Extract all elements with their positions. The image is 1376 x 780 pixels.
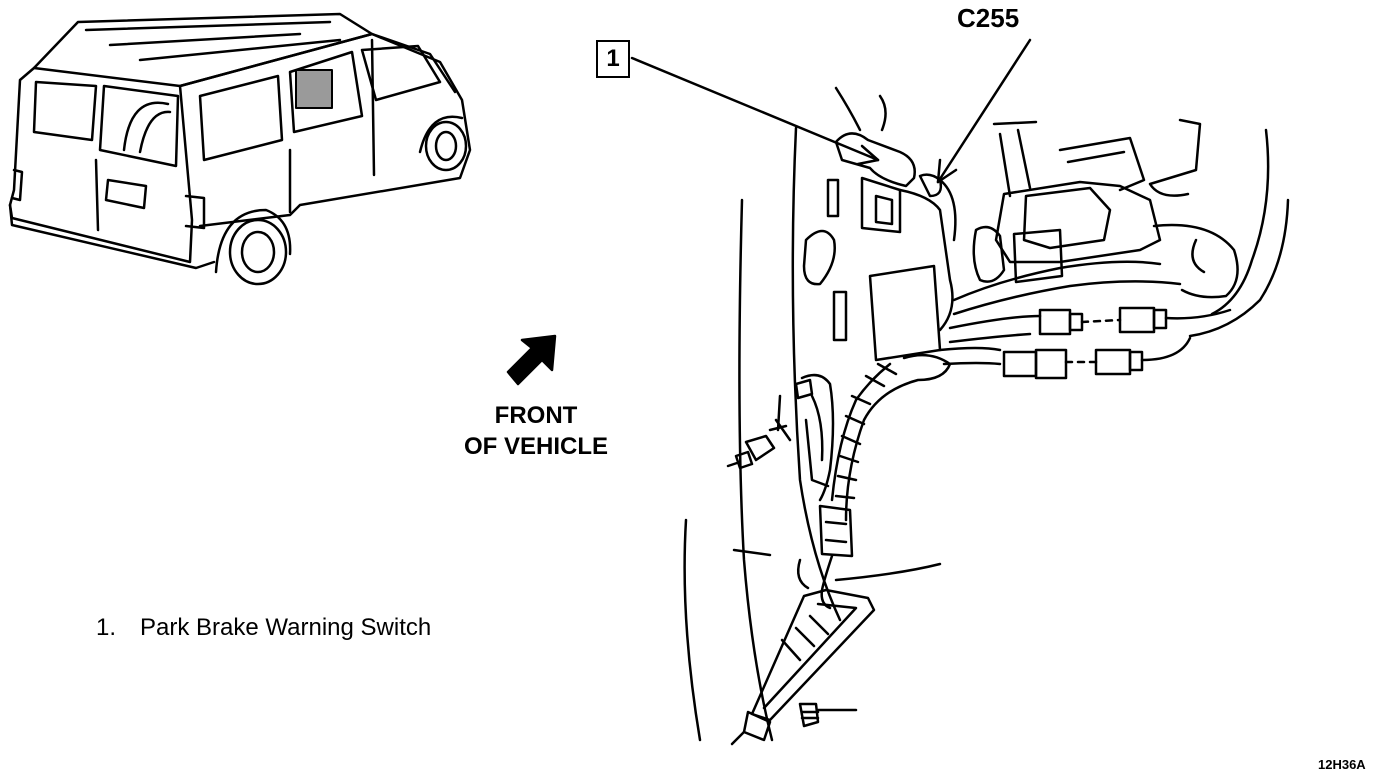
park-brake-switch: [726, 394, 792, 470]
switch-bracket: [834, 132, 957, 332]
c255-arrowhead: [936, 158, 958, 184]
legend-item-text: Park Brake Warning Switch: [140, 614, 432, 641]
front-of-vehicle-label: FRONT OF VEHICLE: [446, 400, 626, 462]
front-label-line2: OF VEHICLE: [463, 433, 608, 460]
callout-number-box: 1: [596, 40, 630, 78]
wiring-harness: [794, 225, 1232, 610]
body-panel: [683, 86, 942, 742]
legend-item: 1. Park Brake Warning Switch: [96, 614, 431, 642]
legend-item-number: 1.: [96, 614, 117, 641]
location-highlight: [295, 69, 333, 109]
figure-code: 12H36A: [1318, 757, 1366, 772]
callout-leader-line: [630, 56, 880, 162]
front-label-line1: FRONT: [494, 402, 578, 429]
c255-leader-line: [936, 38, 1032, 184]
arrow-front-icon: [506, 334, 557, 386]
steering-structure: [992, 118, 1290, 338]
connector-label-c255: C255: [957, 3, 1020, 33]
van-rear-view-icon: [8, 12, 472, 286]
lower-sill: [730, 562, 942, 746]
callout-arrowhead: [856, 144, 880, 166]
